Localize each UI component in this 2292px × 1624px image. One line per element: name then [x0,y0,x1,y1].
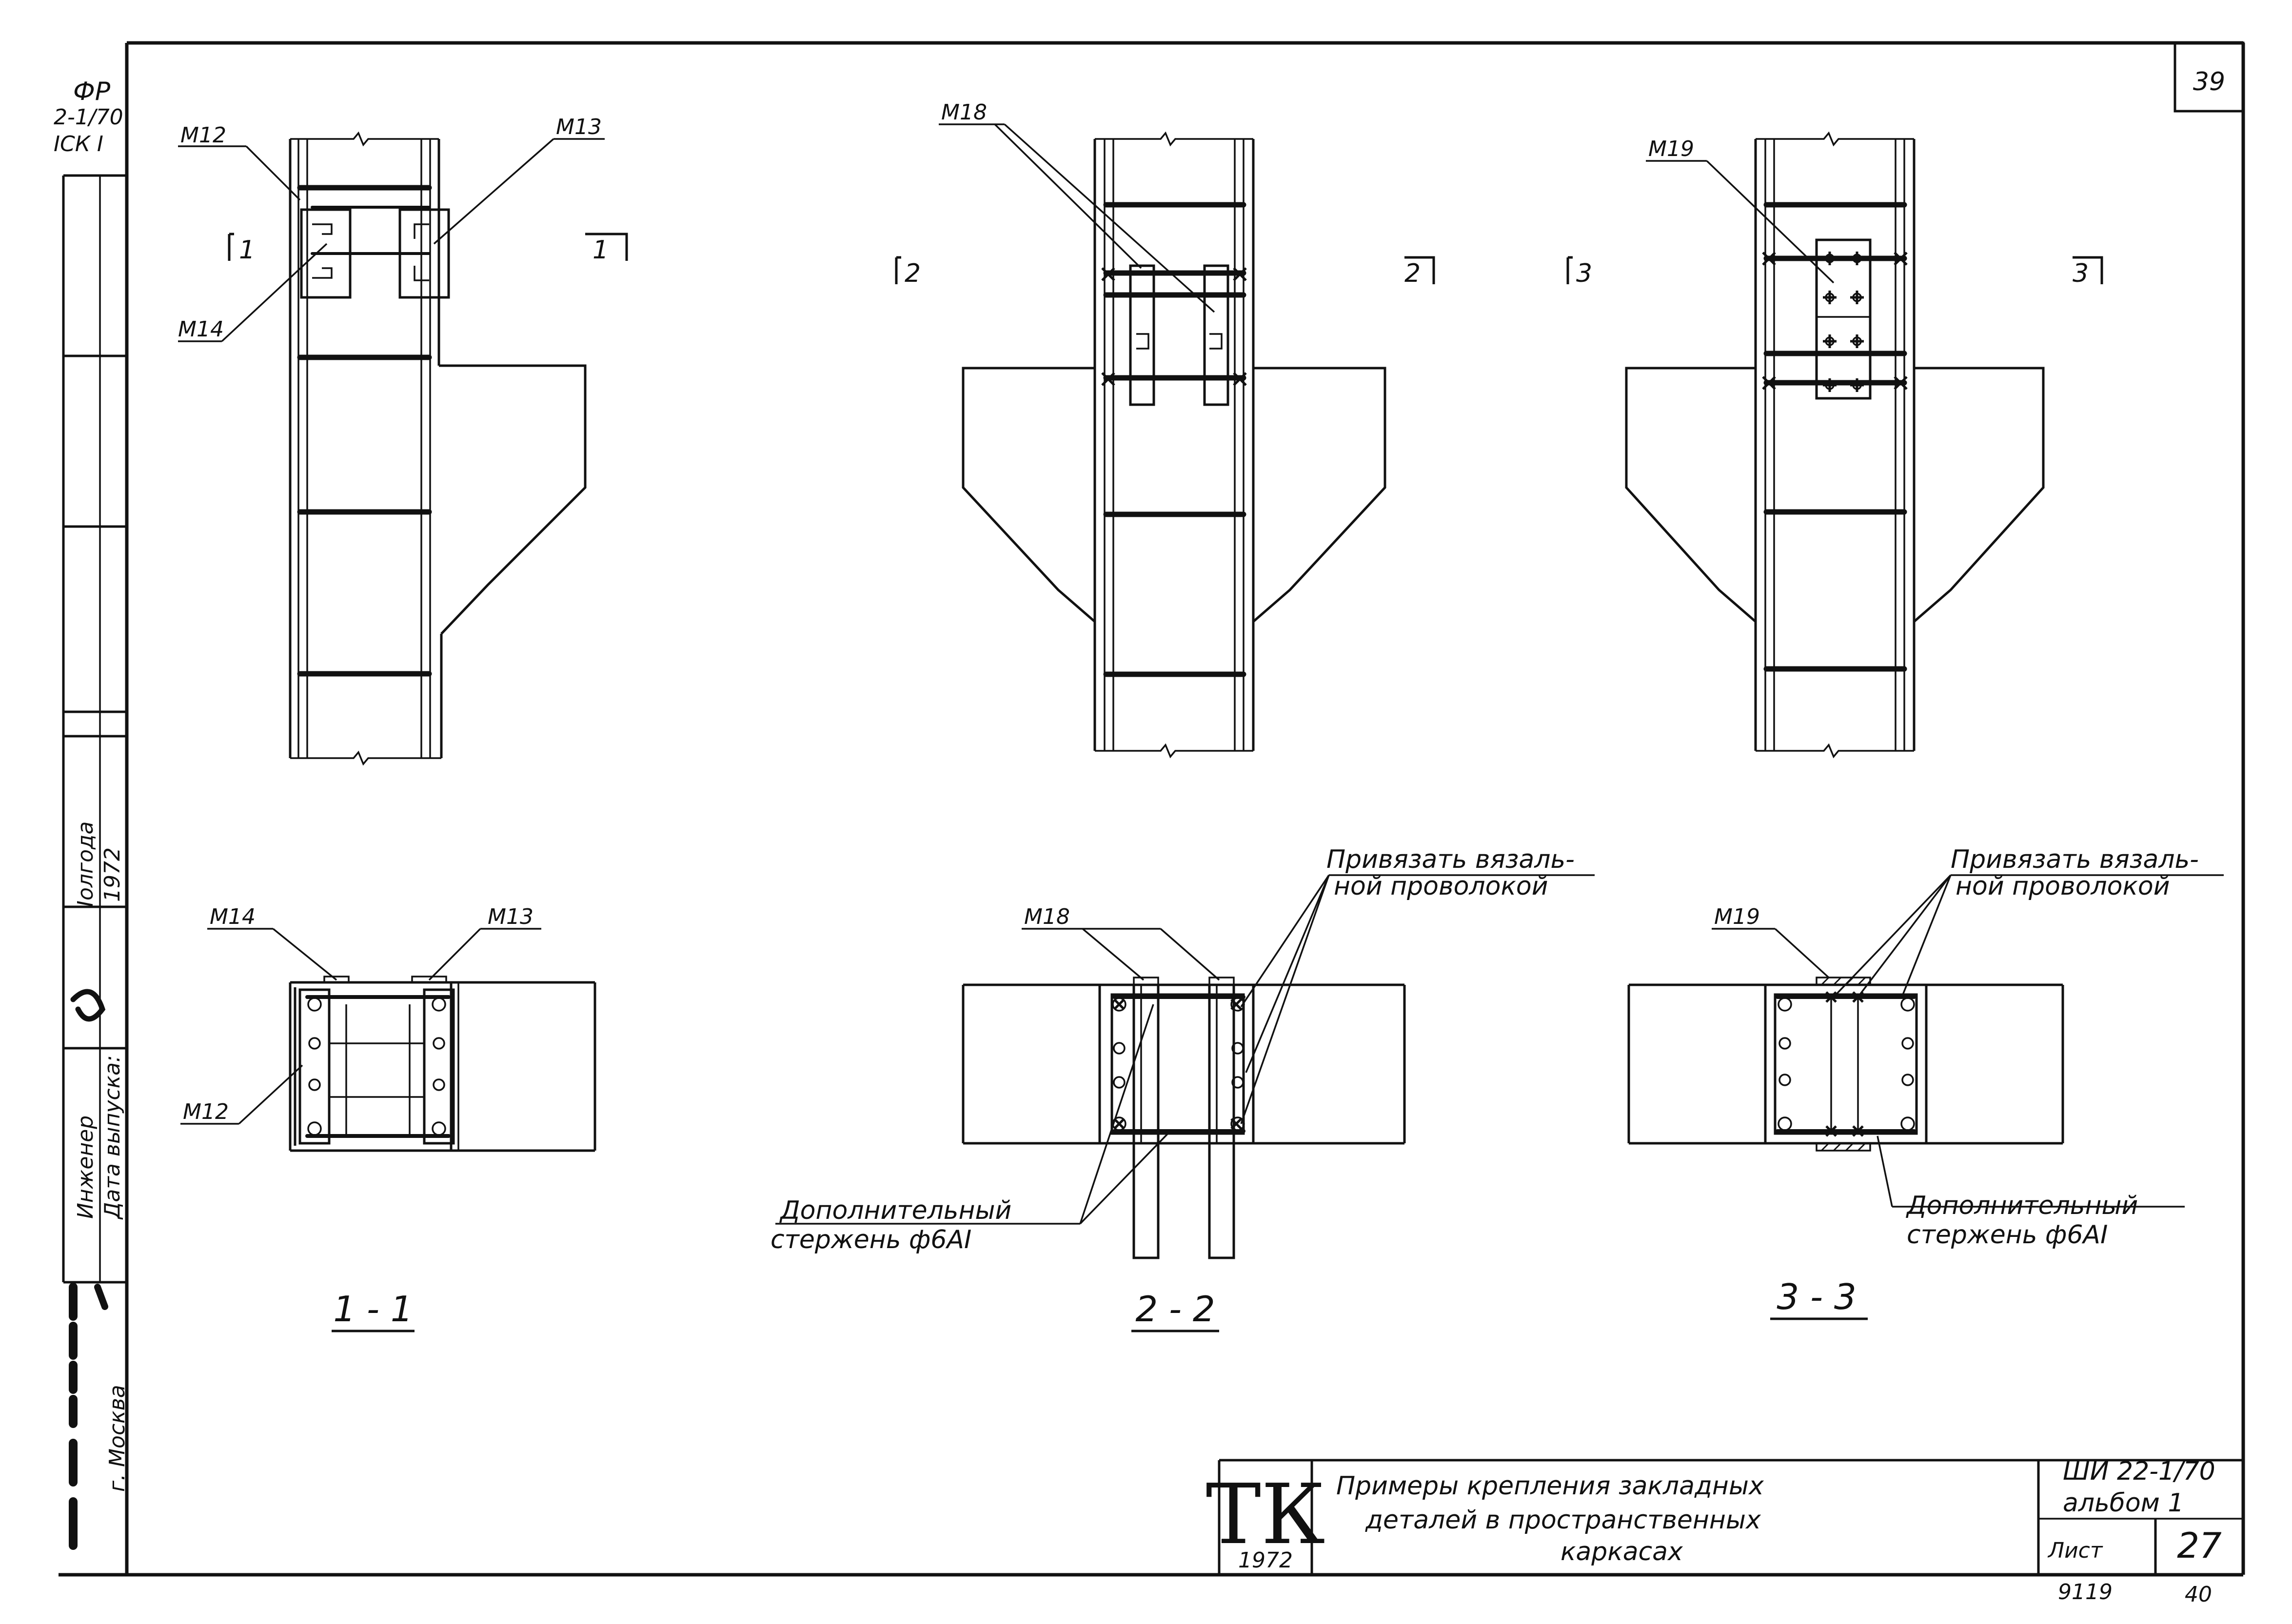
strip-city-group: г. Москва [105,1385,130,1492]
section-title-3: 3 - 3 [1777,1276,1856,1317]
below-stamp-left: 9119 [2058,1580,2113,1604]
section-mark-2-left: 2 [905,259,921,288]
title-line-1: Примеры крепления закладных [1336,1471,1764,1501]
tk-logo-year: 1972 [1238,1548,1293,1573]
strip-release-label: Дата выпуска: [100,1055,125,1220]
label-m13-sec: М13 [488,904,533,929]
section-2-2: М18 Привязать вязаль- ной проволокой Доп… [771,845,1595,1332]
section-title-1: 1 - 1 [333,1289,413,1330]
title-block: ТК 1972 Примеры крепления закладных дета… [1206,1457,2243,1607]
title-line-2: деталей в пространственных [1365,1506,1761,1535]
label-m13-top: М13 [556,115,602,139]
label-m14-sec: М14 [210,904,256,929]
label-m14-top: М14 [178,317,224,342]
note-bottom-3-line2: стержень ф6АI [1907,1220,2108,1250]
note-top-3-line1: Привязать вязаль- [1951,845,2199,874]
strip-top-line1: ФР [73,77,111,106]
section-mark-3-right: 3 [2073,259,2089,288]
series-code: ШИ 22-1/70 [2063,1457,2215,1486]
section-1-1: М14 М13 М12 1 - 1 [180,904,596,1332]
strip-engineer: Инженер [73,1115,98,1219]
strip-top-line3: ІСК І [54,132,103,157]
sheet-label: Лист [2047,1538,2103,1563]
strip-city: г. Москва [105,1385,130,1492]
note-top-3-line2: ной проволокой [1956,872,2170,901]
strip-year-group: 1972 [100,847,125,902]
note-bottom-2-line2: стержень ф6АI [771,1225,971,1254]
top-view-1: 1 1 М12 М13 М14 [178,115,628,766]
strip-release-group: Дата выпуска: [100,1055,125,1220]
title-line-3: каркасах [1561,1537,1683,1566]
strip-engineer-group: Инженер [73,1115,98,1219]
strip-top-line2: 2-1/70 [54,105,123,130]
sheet-frame [59,41,2245,1577]
label-m12-top: М12 [180,123,226,148]
signature-mark [70,989,106,1022]
label-m18-sec: М18 [1024,904,1070,929]
sheet-number: 27 [2177,1525,2222,1566]
section-3-3: М19 Привязать вязаль- ной проволокой Доп… [1627,845,2224,1320]
section-mark-1-left: 1 [239,235,255,265]
note-top-2-line1: Привязать вязаль- [1326,845,1575,874]
top-view-2: 2 2 М18 [895,100,1435,759]
section-title-2: 2 - 2 [1135,1289,1215,1330]
tk-logo: ТК [1206,1467,1325,1563]
label-m19-top: М19 [1648,137,1694,161]
label-m12-sec: М12 [183,1099,229,1124]
note-bottom-3-line1: Дополнительный [1906,1191,2138,1220]
strip-year: 1972 [100,847,125,902]
album-label: альбом 1 [2063,1488,2184,1518]
strip-period: Іолгода [73,822,98,907]
label-m18-top: М18 [941,100,987,125]
strip-barcode-marks [69,1283,108,1550]
section-mark-3-left: 3 [1576,259,1592,288]
label-m19-sec: М19 [1714,904,1760,929]
below-stamp-right: 40 [2185,1582,2212,1607]
top-view-3: 3 3 М19 [1566,131,2103,759]
page-number: 39 [2193,67,2225,97]
note-top-2-line2: ной проволокой [1334,872,1548,901]
section-mark-1-right: 1 [593,235,609,265]
note-bottom-2-line1: Дополнительный [779,1196,1011,1225]
strip-period-group: Іолгода [73,822,98,907]
section-mark-2-right: 2 [1404,259,1421,288]
